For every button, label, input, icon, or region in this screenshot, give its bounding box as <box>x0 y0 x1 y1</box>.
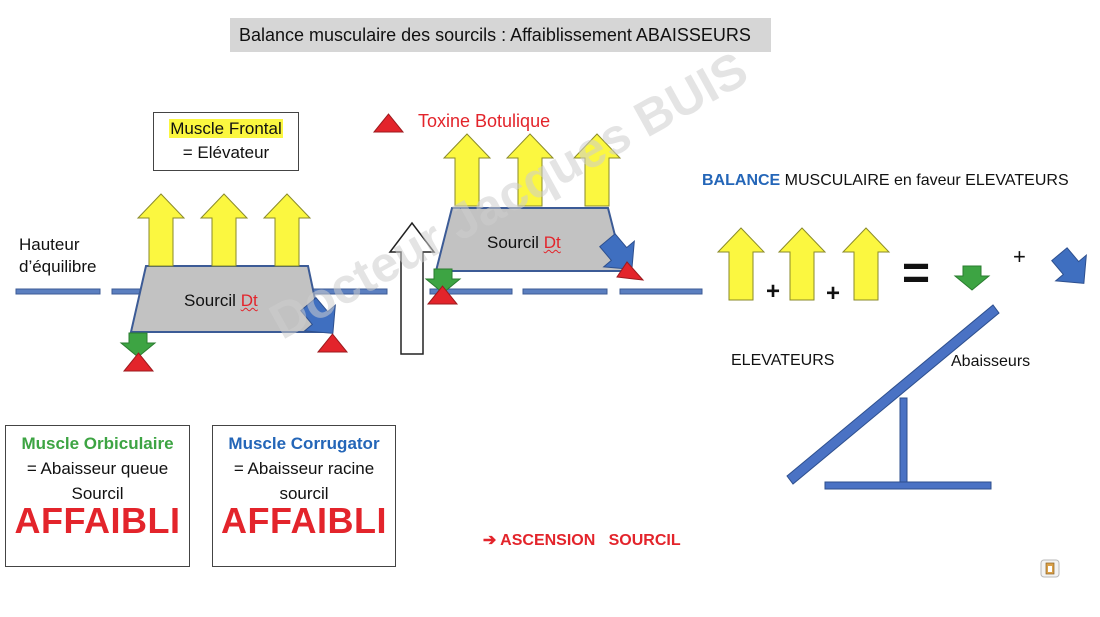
balance-prefix: BALANCE <box>702 172 781 189</box>
page-title: Balance musculaire des sourcils : Affaib… <box>230 18 771 52</box>
abaisseurs-label: Abaisseurs <box>951 353 1031 370</box>
equation-blue-arrow-icon <box>1051 247 1087 284</box>
frontal-arrows-left <box>137 193 311 267</box>
toxin-triangle-icon <box>122 352 155 372</box>
orbiculaire-name: Muscle Orbiculaire <box>21 434 174 453</box>
toxin-triangle-icon <box>616 261 645 281</box>
plus-sign-3: + <box>1013 244 1026 269</box>
transition-up-arrow <box>388 221 436 355</box>
sourcil-right-side: Dt <box>543 233 561 252</box>
yellow-up-arrow <box>263 193 311 267</box>
ascension-label: ➔ ASCENSION SOURCIL <box>474 512 681 550</box>
seesaw-balance <box>786 304 1000 490</box>
ascension-text: ASCENSION SOURCIL <box>500 532 681 549</box>
yellow-up-arrow <box>137 193 185 267</box>
ascension-arrow-icon: ➔ <box>482 532 497 549</box>
plus-sign-2: + <box>826 280 841 307</box>
elevateurs-arrows <box>717 227 890 301</box>
yellow-up-arrow <box>200 193 248 267</box>
sourcil-left-word: Sourcil <box>184 291 236 310</box>
yellow-up-arrow <box>778 227 826 301</box>
corrugator-line-2: sourcil <box>279 484 329 503</box>
corrugator-box: Muscle Corrugator = Abaisseur racine sou… <box>212 425 396 567</box>
toxin-legend-triangle-icon <box>372 113 405 133</box>
corrugator-name: Muscle Corrugator <box>228 434 380 453</box>
sourcil-left-side: Dt <box>240 291 258 310</box>
corrugator-arrow-icon <box>300 297 336 334</box>
yellow-up-arrow <box>717 227 765 301</box>
orbiculaire-line-1: = Abaisseur queue <box>26 459 169 478</box>
hauteur-line-2: d’équilibre <box>19 257 97 276</box>
corrugator-status: AFFAIBLI <box>221 500 387 541</box>
orbiculaire-line-2: Sourcil <box>71 484 124 503</box>
hauteur-line-1: Hauteur <box>19 235 80 254</box>
orbiculaire-box: Muscle Orbiculaire = Abaisseur queue Sou… <box>5 425 190 567</box>
frontal-name: Muscle Frontal <box>169 119 283 138</box>
balance-rest: MUSCULAIRE en faveur ELEVATEURS <box>780 172 1069 189</box>
yellow-up-arrow <box>842 227 890 301</box>
sourcil-right-word: Sourcil <box>487 233 539 252</box>
elevateurs-label: ELEVATEURS <box>731 352 835 369</box>
clipboard-icon[interactable] <box>1040 559 1060 578</box>
frontal-box: Muscle Frontal = Elévateur <box>153 112 299 171</box>
equation-green-arrow-icon <box>954 265 990 291</box>
corrugator-line-1: = Abaisseur racine <box>233 459 375 478</box>
hauteur-label: Hauteur d’équilibre <box>19 234 97 278</box>
sourcil-left-label: Sourcil Dt <box>184 291 258 311</box>
balance-heading: BALANCE MUSCULAIRE en faveur ELEVATEURS <box>702 172 1069 190</box>
plus-sign-1: + <box>766 278 781 305</box>
orbiculaire-status: AFFAIBLI <box>14 500 181 541</box>
toxin-triangle-icon <box>426 285 459 305</box>
equals-sign: = <box>902 247 931 300</box>
toxin-triangle-icon <box>316 333 349 353</box>
sourcil-right-label: Sourcil Dt <box>487 233 561 253</box>
corrugator-arrow-icon <box>599 233 635 270</box>
frontal-role: = Elévateur <box>182 143 270 162</box>
toxine-label: Toxine Botulique <box>418 111 551 131</box>
